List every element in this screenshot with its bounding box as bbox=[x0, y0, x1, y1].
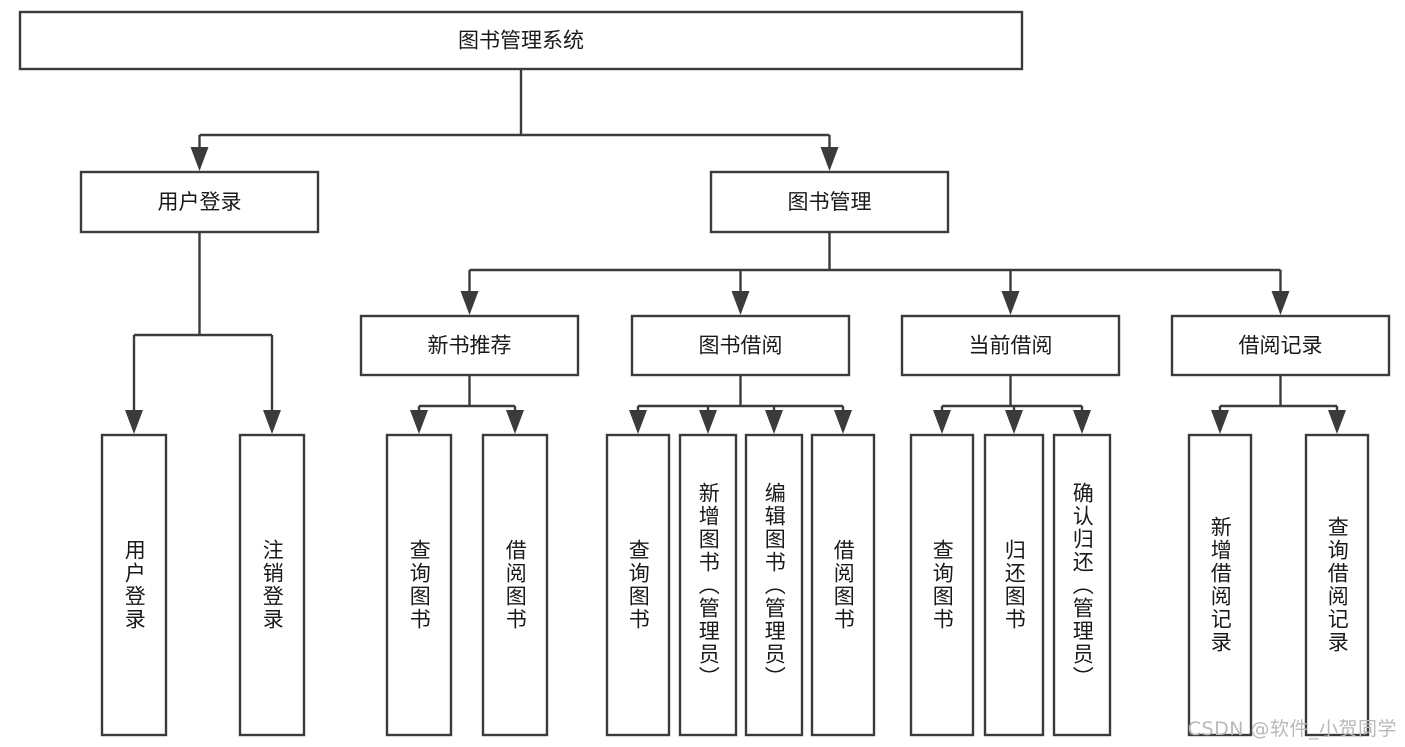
node-book-borrow[interactable] bbox=[630, 314, 851, 377]
arrow-head-leaf-query-book-borrow bbox=[629, 410, 647, 434]
node-root[interactable] bbox=[18, 10, 1024, 71]
arrow-head-leaf-borrow-book-borrow bbox=[834, 410, 852, 434]
node-label-book-borrow: 图书借阅 bbox=[699, 334, 783, 358]
node-leaf-edit-book-admin[interactable] bbox=[744, 433, 804, 737]
arrow-head-user-login bbox=[190, 147, 209, 171]
node-label-current-borrow: 当前借阅 bbox=[969, 334, 1053, 358]
node-new-book-recommend[interactable] bbox=[359, 314, 580, 377]
arrow-head-leaf-confirm-return-admin bbox=[1073, 410, 1091, 434]
node-leaf-query-book-current[interactable] bbox=[909, 433, 975, 737]
node-leaf-query-book-recommend[interactable] bbox=[385, 433, 453, 737]
node-leaf-query-book-borrow[interactable] bbox=[605, 433, 671, 737]
node-leaf-logout[interactable] bbox=[238, 433, 306, 737]
node-leaf-query-borrow-record[interactable] bbox=[1304, 433, 1370, 737]
arrow-head-borrow-record bbox=[1271, 291, 1290, 315]
node-leaf-confirm-return-admin[interactable] bbox=[1052, 433, 1112, 737]
arrow-head-book-manage bbox=[820, 147, 839, 171]
arrow-head-leaf-query-book-recommend bbox=[410, 410, 428, 434]
arrow-head-leaf-query-borrow-record bbox=[1328, 410, 1346, 434]
node-leaf-return-book[interactable] bbox=[983, 433, 1045, 737]
arrow-head-book-borrow bbox=[731, 291, 750, 315]
node-user-login[interactable] bbox=[79, 170, 320, 234]
node-leaf-add-book-admin[interactable] bbox=[678, 433, 738, 737]
arrow-head-leaf-logout bbox=[263, 410, 281, 434]
node-label-root: 图书管理系统 bbox=[458, 29, 584, 53]
arrow-head-leaf-return-book bbox=[1005, 410, 1023, 434]
watermark: CSDN @软件_小贺同学 bbox=[1187, 718, 1397, 740]
node-leaf-user-login[interactable] bbox=[100, 433, 168, 737]
node-label-new-book-recommend: 新书推荐 bbox=[428, 334, 512, 358]
arrow-head-leaf-user-login bbox=[125, 410, 143, 434]
node-borrow-record[interactable] bbox=[1170, 314, 1391, 377]
node-layer bbox=[18, 10, 1391, 737]
arrow-head-leaf-add-book-admin bbox=[699, 410, 717, 434]
arrow-head-leaf-borrow-book-recommend bbox=[506, 410, 524, 434]
arrow-head-leaf-query-book-current bbox=[933, 410, 951, 434]
arrow-head-leaf-edit-book-admin bbox=[765, 410, 783, 434]
arrow-head-current-borrow bbox=[1001, 291, 1020, 315]
node-label-borrow-record: 借阅记录 bbox=[1239, 334, 1323, 358]
node-leaf-add-borrow-record[interactable] bbox=[1187, 433, 1253, 737]
arrow-head-leaf-add-borrow-record bbox=[1211, 410, 1229, 434]
node-leaf-borrow-book-borrow[interactable] bbox=[810, 433, 876, 737]
node-leaf-borrow-book-recommend[interactable] bbox=[481, 433, 549, 737]
arrow-head-new-book-recommend bbox=[460, 291, 479, 315]
node-label-user-login: 用户登录 bbox=[158, 190, 242, 214]
node-label-book-manage: 图书管理 bbox=[788, 190, 872, 214]
connector-layer bbox=[125, 69, 1346, 434]
node-book-manage[interactable] bbox=[709, 170, 950, 234]
node-current-borrow[interactable] bbox=[900, 314, 1121, 377]
